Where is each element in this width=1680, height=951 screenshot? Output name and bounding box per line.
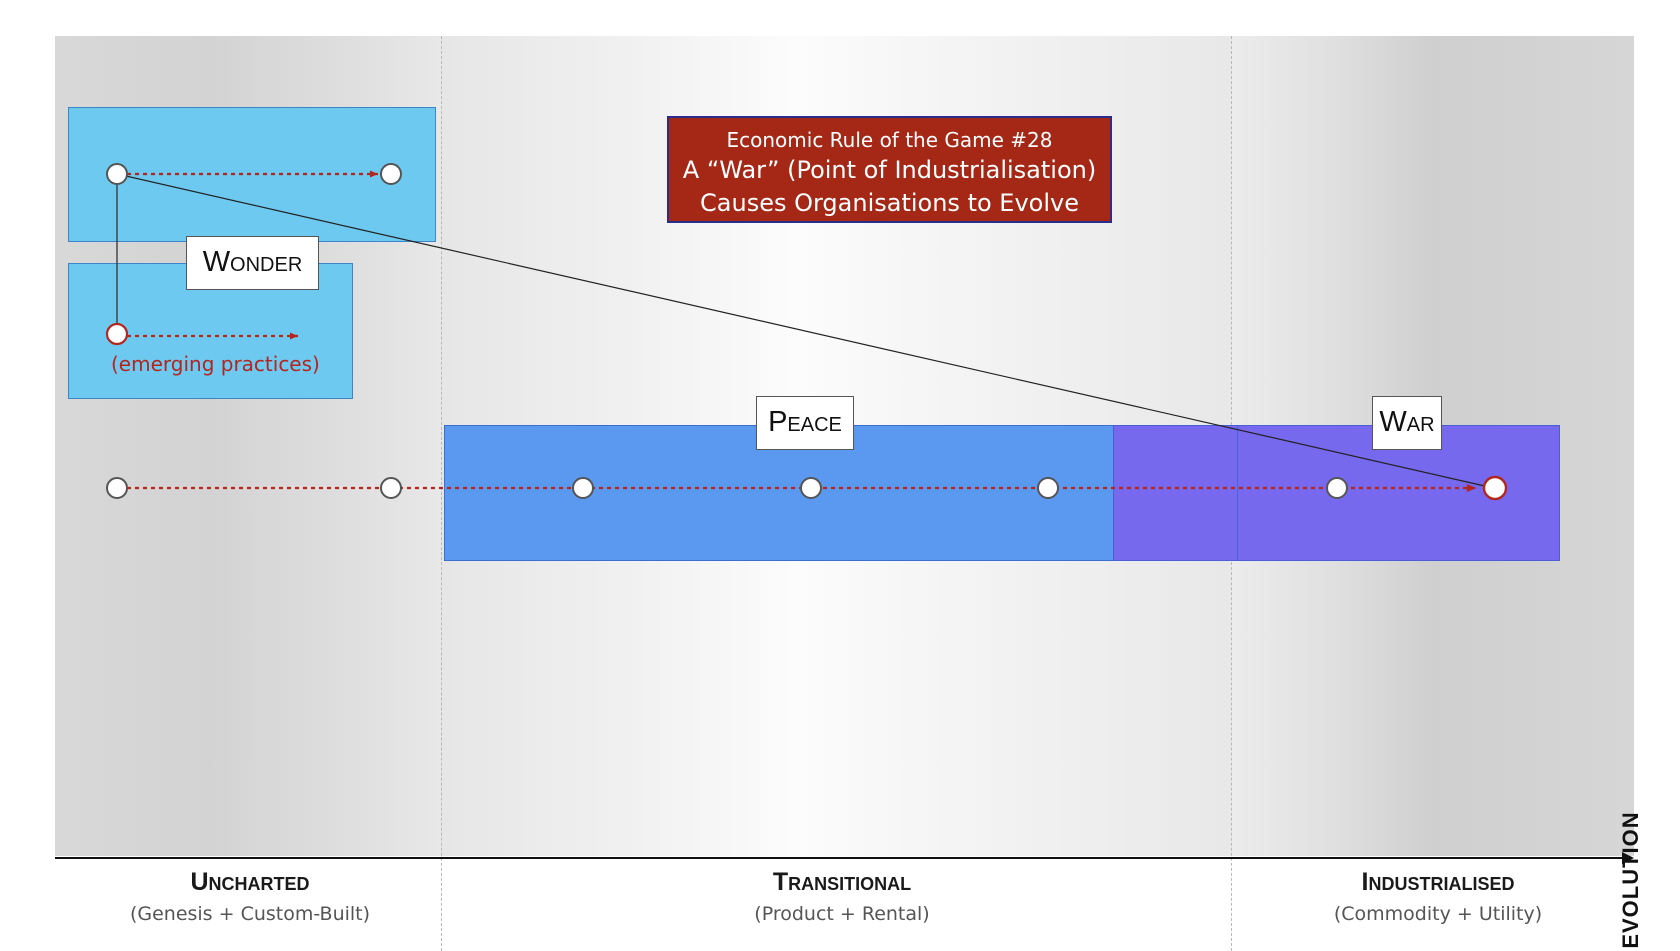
stage-subtitle: (Genesis + Custom-Built) — [129, 903, 371, 925]
evolution-axis-line — [55, 857, 1625, 859]
peace-node-2 — [800, 477, 822, 499]
wonder-node-2 — [380, 163, 402, 185]
evolution-axis-title: EVOLUTION — [1618, 811, 1643, 949]
evolution-axis-arrowhead — [1622, 852, 1634, 864]
war-label: War — [1372, 396, 1442, 450]
emerging-practices-label: (emerging practices) — [111, 352, 320, 376]
stage-name: Uncharted — [190, 868, 310, 896]
war-node-industrialised — [1482, 475, 1508, 501]
peace-node-3 — [1037, 477, 1059, 499]
stage-uncharted: Uncharted (Genesis + Custom-Built) — [130, 868, 370, 925]
peace-node-1 — [572, 477, 594, 499]
rule-title-line1: Economic Rule of the Game #28 — [726, 128, 1053, 152]
wonder-node-1 — [106, 163, 128, 185]
rule-title-box: Economic Rule of the Game #28 A “War” (P… — [667, 116, 1112, 223]
emerging-node — [105, 322, 129, 346]
stage-subtitle: (Commodity + Utility) — [1333, 903, 1543, 925]
stage-name: Transitional — [772, 868, 912, 896]
evolution-node-2 — [380, 477, 402, 499]
wonder-label: Wonder — [186, 236, 319, 290]
peace-label: Peace — [756, 396, 854, 450]
rule-title-line3: Causes Organisations to Evolve — [700, 189, 1079, 217]
evolution-node-1 — [106, 477, 128, 499]
rule-title-line2: A “War” (Point of Industrialisation) — [682, 156, 1097, 184]
stage-subtitle: (Product + Rental) — [754, 903, 930, 925]
stage-industrialised: Industrialised (Commodity + Utility) — [1334, 868, 1542, 925]
stage-transitional: Transitional (Product + Rental) — [754, 868, 929, 925]
wonder-to-war-line — [116, 173, 1490, 488]
zone-divider-1 — [441, 36, 442, 951]
war-region-divider — [1237, 426, 1238, 560]
stage-name: Industrialised — [1361, 868, 1515, 896]
war-node-1 — [1326, 477, 1348, 499]
